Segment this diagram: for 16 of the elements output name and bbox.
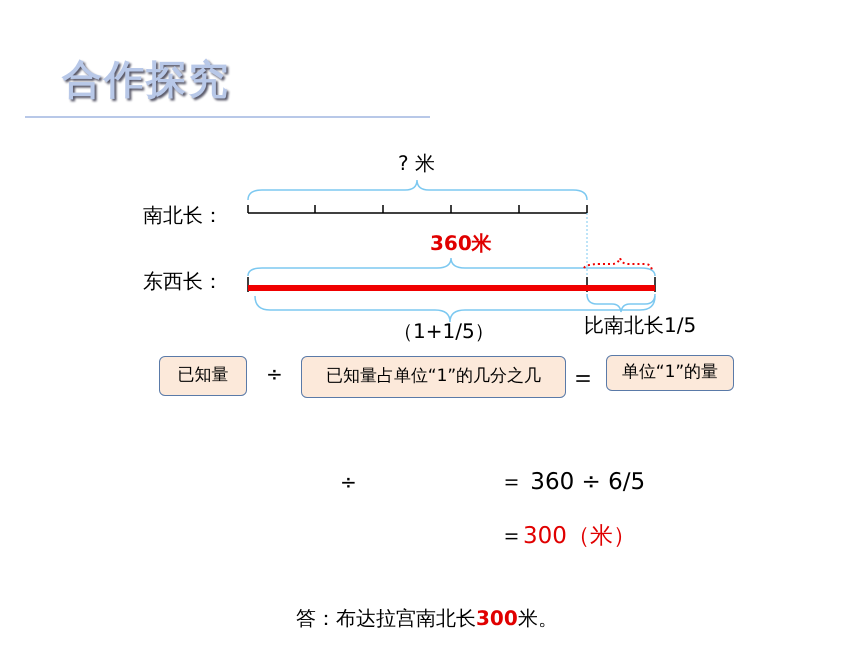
expression: （1+1/5） bbox=[393, 318, 495, 345]
length-label: 360米 bbox=[430, 230, 492, 257]
term-box: 单位“1”的量 bbox=[606, 355, 734, 391]
equation: ＝ 360 ÷ 6/5 bbox=[500, 468, 646, 497]
length-label: ? 米 bbox=[398, 150, 435, 177]
answer-sentence: 答：布达拉宫南北长300米。 bbox=[296, 605, 558, 632]
result: ＝300（米） bbox=[500, 522, 636, 551]
operator: ÷ bbox=[340, 470, 357, 494]
row-label: 南北长： bbox=[143, 202, 223, 229]
operator: ÷ bbox=[266, 362, 283, 386]
operator: ＝ bbox=[570, 362, 596, 395]
term-box: 已知量占单位“1”的几分之几 bbox=[301, 356, 566, 398]
term-box: 已知量 bbox=[159, 356, 247, 396]
row-label: 东西长： bbox=[143, 268, 223, 295]
comparison-note: 比南北长1/5 bbox=[584, 312, 696, 339]
slide-title: 合作探究 bbox=[62, 56, 230, 105]
